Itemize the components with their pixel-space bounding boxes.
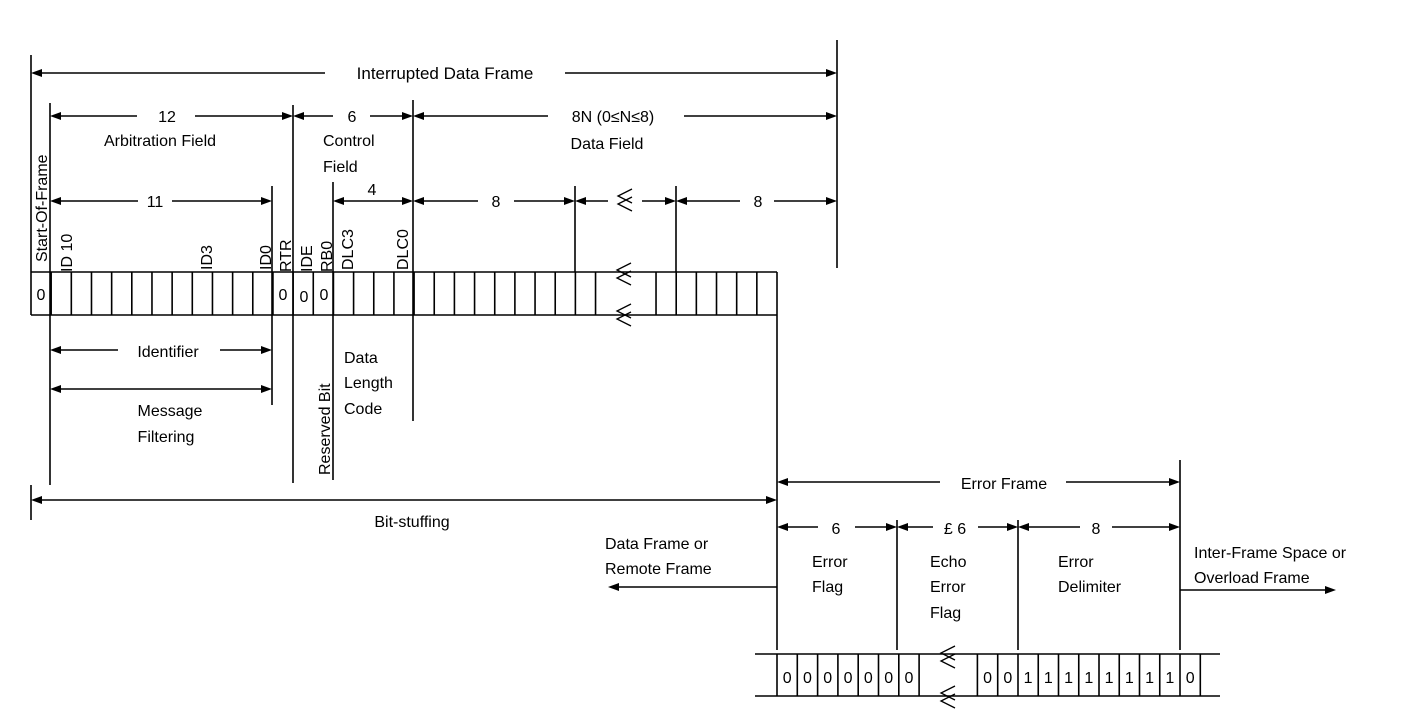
- echo-line3: Flag: [930, 605, 961, 622]
- error-flag-bit: 0: [884, 670, 893, 687]
- dlc-count: 4: [368, 182, 377, 199]
- control-field-label-line1: Control: [323, 133, 375, 150]
- delimiter-bit: 1: [1044, 670, 1053, 687]
- error-frame-label: Error Frame: [961, 476, 1047, 493]
- rb0-label: RB0: [319, 241, 336, 272]
- data-bytes-break: [575, 188, 676, 212]
- dlc-label-line1: Data: [344, 350, 378, 367]
- inter-frame-space-arrow: Inter-Frame Space or Overload Frame: [1180, 545, 1347, 594]
- data-or-remote-line2: Remote Frame: [605, 561, 712, 578]
- id-count: 11: [147, 194, 164, 211]
- message-filtering-line1: Message: [138, 403, 203, 420]
- interrupted-data-frame-label: Interrupted Data Frame: [357, 64, 534, 83]
- error-flag-bit: 0: [823, 670, 832, 687]
- error-flag-line1: Error: [812, 554, 848, 571]
- rtr-label: RTR: [278, 239, 295, 272]
- echo-error-flag-span: £ 6 Echo Error Flag: [897, 520, 1019, 650]
- delimiter-bit: 1: [1165, 670, 1174, 687]
- delimiter-bit: 1: [1084, 670, 1093, 687]
- error-frame-span: Error Frame: [777, 460, 1181, 650]
- error-flag-span: 6 Error Flag: [777, 520, 898, 650]
- control-count: 6: [348, 109, 357, 126]
- echo-line2: Error: [930, 579, 966, 596]
- error-flag-line2: Flag: [812, 579, 843, 596]
- data-frame-bit-row: 0 0 0 0: [30, 262, 778, 327]
- data-field-label: Data Field: [571, 136, 644, 153]
- control-field-label-line2: Field: [323, 159, 358, 176]
- error-flag-bit: 0: [904, 670, 913, 687]
- echo-bit: 0: [983, 670, 992, 687]
- ifs-line2: Overload Frame: [1194, 570, 1310, 587]
- error-flag-bit: 0: [783, 670, 792, 687]
- error-flag-bit: 0: [864, 670, 873, 687]
- error-flag-bit: 0: [844, 670, 853, 687]
- ide-label: IDE: [299, 245, 316, 272]
- id3-label: ID3: [199, 245, 216, 270]
- delimiter-bit: 1: [1105, 670, 1114, 687]
- sof-bit: 0: [37, 287, 46, 304]
- error-row-break-mark: [939, 645, 956, 709]
- next-frame-bit: 0: [1186, 670, 1195, 687]
- message-filtering-span: Message Filtering: [50, 385, 272, 446]
- delimiter-line1: Error: [1058, 554, 1094, 571]
- dlc3-label: DLC3: [340, 229, 357, 270]
- delimiter-bit: 1: [1145, 670, 1154, 687]
- data-byte-first-span: 8: [413, 186, 576, 272]
- data-or-remote-frame-arrow: Data Frame or Remote Frame: [605, 536, 777, 591]
- data-field-span: 8N (0≤N≤8) Data Field: [412, 100, 837, 421]
- rtr-bit: 0: [279, 287, 288, 304]
- rb0-bit: 0: [320, 287, 329, 304]
- arbitration-field-label: Arbitration Field: [104, 133, 216, 150]
- bit-stuffing-label: Bit-stuffing: [374, 514, 449, 531]
- identifier-span: Identifier: [50, 344, 272, 361]
- delimiter-line2: Delimiter: [1058, 579, 1122, 596]
- data-byte-first-count: 8: [492, 194, 501, 211]
- interrupted-data-frame-span: Interrupted Data Frame: [30, 40, 838, 272]
- ifs-line1: Inter-Frame Space or: [1194, 545, 1347, 562]
- identifier-label: Identifier: [137, 344, 199, 361]
- arbitration-count: 12: [158, 109, 176, 126]
- message-filtering-line2: Filtering: [138, 429, 195, 446]
- dlc-label-line3: Code: [344, 401, 382, 418]
- delimiter-count: 8: [1092, 521, 1101, 538]
- dlc-label-line2: Length: [344, 375, 393, 392]
- data-byte-last-span: 8: [675, 186, 837, 272]
- id10-label: ID 10: [59, 234, 76, 272]
- data-byte-last-count: 8: [754, 194, 763, 211]
- data-count: 8N (0≤N≤8): [572, 109, 654, 126]
- delimiter-bit: 1: [1064, 670, 1073, 687]
- reserved-bit-label: Reserved Bit: [317, 383, 334, 475]
- arbitration-field-span: 12 Arbitration Field: [49, 103, 293, 485]
- id0-label: ID0: [258, 245, 275, 270]
- echo-line1: Echo: [930, 554, 967, 571]
- ide-bit: 0: [300, 289, 309, 306]
- delimiter-bit: 1: [1125, 670, 1134, 687]
- dlc0-label: DLC0: [395, 229, 412, 270]
- identifier-bits-span: 11: [50, 186, 273, 405]
- echo-bit: 0: [1003, 670, 1012, 687]
- bit-row-break-mark: [615, 262, 632, 327]
- error-delimiter-span: 8 Error Delimiter: [1018, 521, 1180, 596]
- error-flag-count: 6: [832, 521, 841, 538]
- data-or-remote-line1: Data Frame or: [605, 536, 709, 553]
- echo-count: £ 6: [944, 521, 966, 538]
- bit-stuffing-span: Bit-stuffing: [30, 485, 777, 531]
- dlc-bits-span: 4: [332, 182, 413, 480]
- start-of-frame-label: Start-Of-Frame: [34, 154, 51, 262]
- error-flag-bit: 0: [803, 670, 812, 687]
- delimiter-bit: 1: [1024, 670, 1033, 687]
